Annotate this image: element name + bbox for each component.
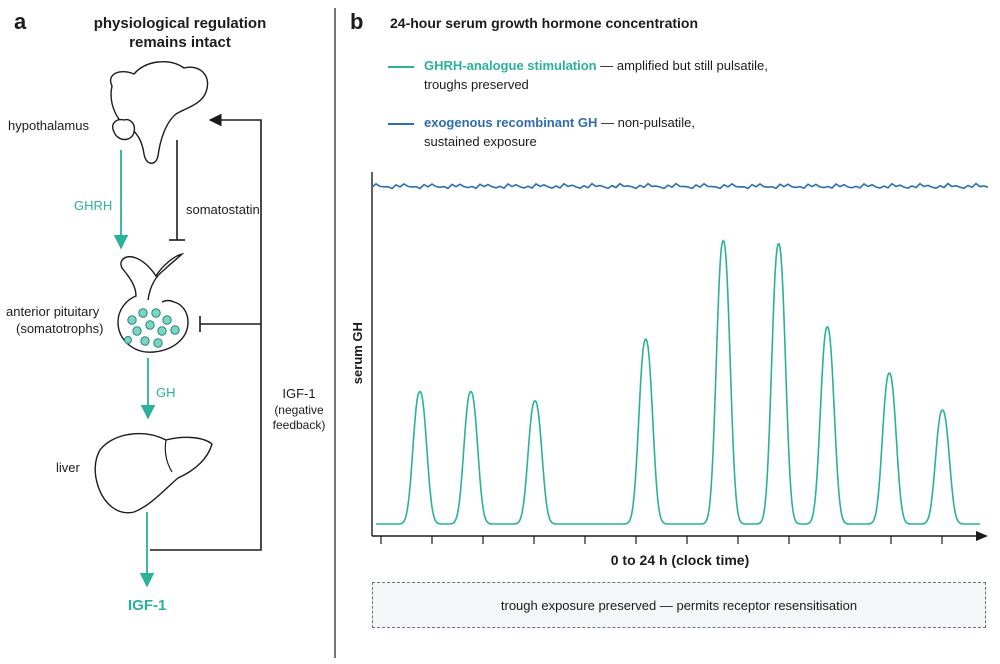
feedback-label-line2: (negative bbox=[274, 403, 324, 417]
somatotroph-cells bbox=[124, 308, 180, 348]
legend-entry-rgh: exogenous recombinant GH — non-pulsatile… bbox=[424, 115, 695, 131]
liver-lobe-line bbox=[164, 439, 173, 473]
feedback-loop bbox=[150, 113, 262, 551]
legend-name-rgh: exogenous recombinant GH bbox=[424, 115, 598, 130]
legend-name-ghrh: GHRH-analogue stimulation bbox=[424, 58, 597, 73]
legend-desc-ghrh-1: — amplified but still pulsatile, bbox=[596, 58, 768, 73]
legend-desc-rgh-1: — non-pulsatile, bbox=[597, 115, 695, 130]
panel-a-letter: a bbox=[14, 9, 27, 34]
gh-label: GH bbox=[156, 385, 176, 400]
series-line-recombinant-gh bbox=[371, 182, 989, 190]
hypothalamus-icon bbox=[109, 61, 209, 164]
ghrh-label: GHRH bbox=[74, 198, 113, 213]
somatostatin-inhibition bbox=[169, 140, 185, 241]
liver-icon bbox=[94, 433, 213, 514]
x-axis-arrowhead bbox=[976, 531, 988, 541]
panel-a-title-line1: physiological regulation bbox=[93, 15, 267, 32]
liver-label: liver bbox=[56, 460, 80, 475]
caption-box: trough exposure preserved — permits rece… bbox=[372, 582, 986, 628]
x-axis-ticks bbox=[380, 536, 943, 544]
hypothalamus-label: hypothalamus bbox=[8, 118, 89, 133]
chart-title: 24-hour serum growth hormone concentrati… bbox=[390, 15, 699, 31]
y-axis-label: serum GH bbox=[349, 322, 365, 385]
pituitary-label-line1: anterior pituitary bbox=[6, 304, 100, 319]
x-axis-label: 0 to 24 h (clock time) bbox=[610, 552, 750, 568]
legend-entry-ghrh: GHRH-analogue stimulation — amplified bu… bbox=[424, 58, 768, 74]
panel-a-title-line2: remains intact bbox=[129, 34, 231, 51]
brainstem-icon bbox=[112, 118, 136, 141]
panel-b-letter: b bbox=[350, 9, 364, 34]
chart-series bbox=[371, 182, 989, 525]
caption-text: trough exposure preserved — permits rece… bbox=[500, 597, 858, 613]
legend-desc-rgh-2: sustained exposure bbox=[424, 134, 537, 149]
feedback-label-line3: feedback) bbox=[272, 418, 326, 432]
igf1-output-label: IGF-1 bbox=[128, 597, 167, 614]
pituitary-label-line2: (somatotrophs) bbox=[16, 321, 104, 336]
somatostatin-label: somatostatin bbox=[186, 202, 260, 217]
series-line-ghrh-analogue bbox=[376, 239, 980, 525]
feedback-label-line1: IGF-1 bbox=[282, 386, 316, 401]
legend-desc-ghrh-2: troughs preserved bbox=[424, 77, 529, 92]
